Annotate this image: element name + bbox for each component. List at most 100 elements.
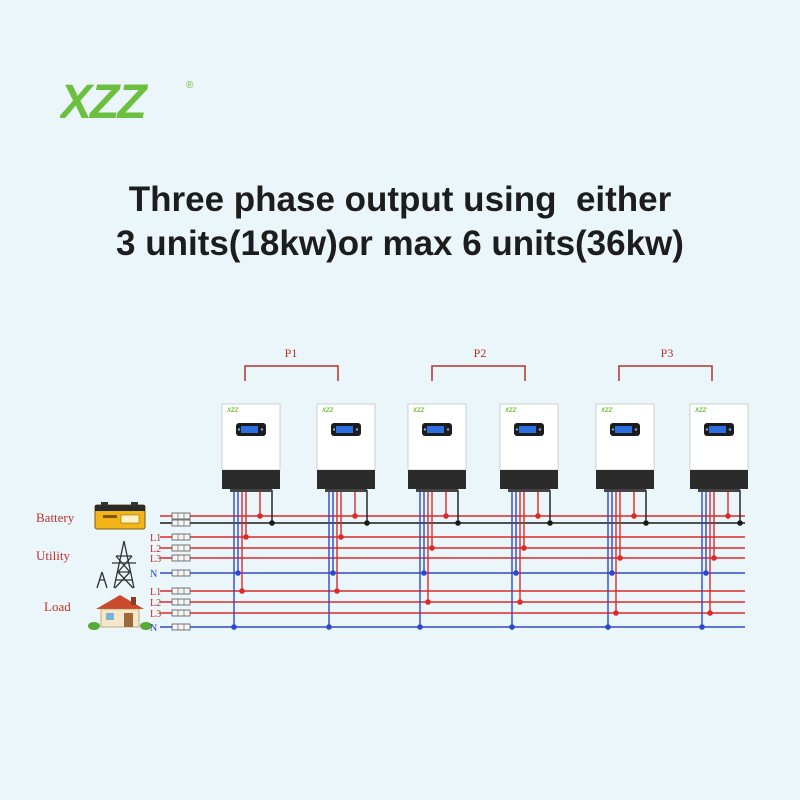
- headline-line-2: 3 units(18kw)or max 6 units(36kw): [116, 224, 684, 263]
- inverter-body: [407, 403, 467, 471]
- junction-dot-4-5: [547, 520, 553, 526]
- inverter-unit-4: XZZ: [499, 403, 559, 492]
- breaker-ld_n: [171, 623, 191, 631]
- breaker-bat_neg: [171, 519, 191, 527]
- utility-l3-label: L3: [150, 554, 161, 565]
- inverter-led-left: [705, 428, 709, 431]
- junction-dot-2-2: [334, 588, 340, 594]
- load-l3-label: L3: [150, 609, 161, 620]
- inverter-display-screen: [615, 426, 632, 433]
- junction-dot-3-0: [417, 624, 423, 630]
- inverter-display-screen: [427, 426, 444, 433]
- breaker-ld_l1: [171, 587, 191, 595]
- phase-label-p3: P3: [661, 346, 674, 360]
- inverter-unit-1: XZZ: [221, 403, 281, 492]
- inverter-unit-3: XZZ: [407, 403, 467, 492]
- battery-icon: [94, 502, 146, 530]
- phase-label-p1: P1: [285, 346, 298, 360]
- inverter-terminal-strip: [325, 489, 367, 492]
- junction-dot-6-4: [725, 513, 731, 519]
- junction-dot-5-2: [613, 610, 619, 616]
- utility-l2-label: L2: [150, 544, 161, 555]
- inverter-display-screen: [241, 426, 258, 433]
- junction-dot-5-1: [609, 570, 615, 576]
- junction-dot-5-3: [617, 555, 623, 561]
- headline: Three phase output using either 3 units(…: [0, 178, 800, 266]
- junction-dot-2-1: [330, 570, 336, 576]
- junction-dot-1-0: [231, 624, 237, 630]
- breakers: [171, 512, 191, 631]
- inverter-terminal-strip: [698, 489, 740, 492]
- pylon-icon: [96, 540, 136, 589]
- phase-bracket-p2: [431, 365, 526, 381]
- breaker-ld_l3: [171, 609, 191, 617]
- junction-dot-6-0: [699, 624, 705, 630]
- junction-dot-6-3: [711, 555, 717, 561]
- inverter-terminal-strip: [604, 489, 646, 492]
- inverter-led-left: [237, 428, 241, 431]
- inverter-body: [221, 403, 281, 471]
- junction-dot-2-0: [326, 624, 332, 630]
- wires: [160, 490, 745, 628]
- inverter-body: [595, 403, 655, 471]
- inverter-base: [596, 470, 654, 489]
- junction-dot-1-5: [269, 520, 275, 526]
- inverter-badge: XZZ: [504, 408, 517, 414]
- inverter-terminal-strip: [230, 489, 272, 492]
- inverter-base: [500, 470, 558, 489]
- junction-dot-3-2: [425, 599, 431, 605]
- inverters: XZZ XZZ XZZ XZZ XZZ XZZ: [221, 403, 749, 492]
- phase-brackets: [244, 365, 713, 381]
- junction-dot-1-2: [239, 588, 245, 594]
- battery-label: Battery: [36, 510, 75, 525]
- inverter-base: [317, 470, 375, 489]
- load-l1-label: L1: [150, 587, 161, 598]
- breaker-ld_l2: [171, 598, 191, 606]
- breaker-u_l3: [171, 554, 191, 562]
- junction-dot-5-5: [643, 520, 649, 526]
- inverter-base: [408, 470, 466, 489]
- inverter-badge: XZZ: [694, 408, 707, 414]
- utility-l1-label: L1: [150, 533, 161, 544]
- junction-dot-3-4: [443, 513, 449, 519]
- junction-dot-6-5: [737, 520, 743, 526]
- inverter-led-right: [728, 428, 732, 431]
- utility-label: Utility: [36, 548, 70, 563]
- junction-dot-5-4: [631, 513, 637, 519]
- junction-dots: [231, 513, 743, 630]
- inverter-led-right: [538, 428, 542, 431]
- junction-dot-6-1: [703, 570, 709, 576]
- inverter-led-left: [611, 428, 615, 431]
- junction-dot-6-2: [707, 610, 713, 616]
- inverter-led-left: [423, 428, 427, 431]
- junction-dot-2-3: [338, 534, 344, 540]
- junction-dot-4-4: [535, 513, 541, 519]
- inverter-display-screen: [336, 426, 353, 433]
- inverter-unit-2: XZZ: [316, 403, 376, 492]
- load-l2-label: L2: [150, 598, 161, 609]
- junction-dot-1-1: [235, 570, 241, 576]
- inverter-terminal-strip: [416, 489, 458, 492]
- inverter-led-left: [332, 428, 336, 431]
- inverter-badge: XZZ: [412, 408, 425, 414]
- inverter-body: [316, 403, 376, 471]
- breaker-u_l2: [171, 544, 191, 552]
- junction-dot-2-4: [352, 513, 358, 519]
- junction-dot-2-5: [364, 520, 370, 526]
- inverter-unit-5: XZZ: [595, 403, 655, 492]
- inverter-badge: XZZ: [600, 408, 613, 414]
- inverter-base: [222, 470, 280, 489]
- junction-dot-4-3: [521, 545, 527, 551]
- phase-bracket-p3: [618, 365, 713, 381]
- breaker-u_l1: [171, 533, 191, 541]
- xzz-logo: XZZ ®: [57, 76, 200, 131]
- logo-registered-mark: ®: [186, 80, 194, 91]
- junction-dot-4-1: [513, 570, 519, 576]
- junction-dot-1-4: [257, 513, 263, 519]
- junction-dot-4-2: [517, 599, 523, 605]
- phase-bracket-p1: [244, 365, 339, 381]
- headline-line-1: Three phase output using either: [128, 180, 672, 219]
- inverter-body: [499, 403, 559, 471]
- inverter-led-right: [260, 428, 264, 431]
